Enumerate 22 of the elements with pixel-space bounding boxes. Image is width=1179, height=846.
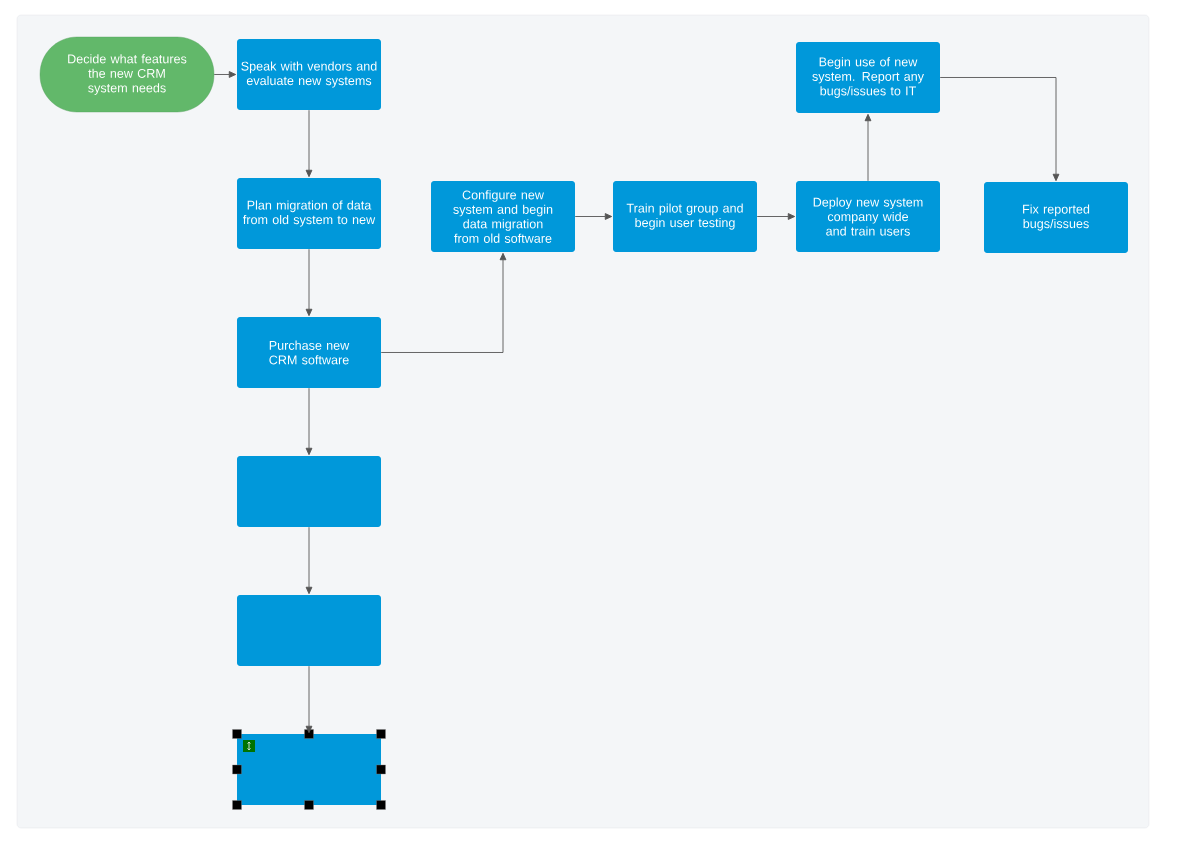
arrow bbox=[864, 113, 872, 182]
empty-box bbox=[237, 456, 381, 527]
arrow bbox=[305, 665, 313, 734]
start-terminal: Decide what features the new CRM system needs bbox=[39, 36, 215, 113]
process-box: Speak with vendors and evaluate new systems bbox=[237, 39, 381, 110]
arrow bbox=[939, 77, 1060, 182]
arrow bbox=[213, 71, 237, 78]
process-box: Fix reported bugs/issues bbox=[984, 182, 1128, 253]
process-box: Train pilot group and begin user testing bbox=[613, 181, 757, 252]
arrow bbox=[380, 252, 507, 353]
arrow bbox=[305, 526, 313, 595]
arrow bbox=[574, 213, 613, 220]
arrow bbox=[305, 248, 313, 317]
arrow bbox=[305, 387, 313, 456]
process-box: Configure new system and begin data migration from old software bbox=[431, 181, 575, 252]
process-box: Purchase new CRM software bbox=[237, 317, 381, 388]
process-box: Begin use of new system. Report any bugs/issues to IT bbox=[796, 42, 940, 113]
process-box: Plan migration of data from old system to new bbox=[237, 178, 381, 249]
process-box: Deploy new system company wide and train users bbox=[796, 181, 940, 252]
arrow bbox=[756, 213, 796, 220]
arrow bbox=[305, 109, 313, 178]
empty-box bbox=[237, 595, 381, 666]
